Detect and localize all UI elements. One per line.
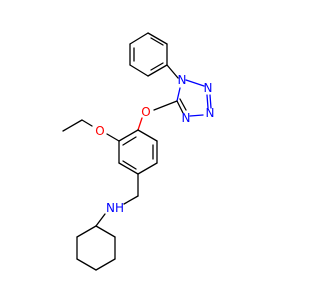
cyclohexane-ring — [76, 225, 116, 271]
tetrazole-ether-bond — [153, 100, 178, 111]
phenyl-ring — [129, 32, 168, 77]
ether-ring-bond — [137, 117, 143, 131]
central-benzene-ring — [118, 129, 158, 175]
molecule-structure: N N N N O O NH — [62, 32, 215, 271]
tetrazole-n2-label: N — [204, 81, 213, 95]
amine-nh-label: NH — [106, 201, 124, 215]
tetrazole-ring — [176, 79, 212, 117]
ch2-nh-bond — [123, 195, 139, 205]
ethoxy-group — [62, 119, 120, 142]
tetrazole-n1-label: N — [178, 73, 187, 87]
nh-cyclohexyl-bond — [95, 213, 106, 227]
tetrazole-n4-label: N — [182, 111, 191, 125]
tetrazole-n3-label: N — [206, 106, 215, 120]
ethoxy-oxygen-label: O — [95, 124, 104, 138]
ether-oxygen-label: O — [141, 105, 150, 119]
phenyl-tetrazole-bond — [166, 64, 179, 79]
